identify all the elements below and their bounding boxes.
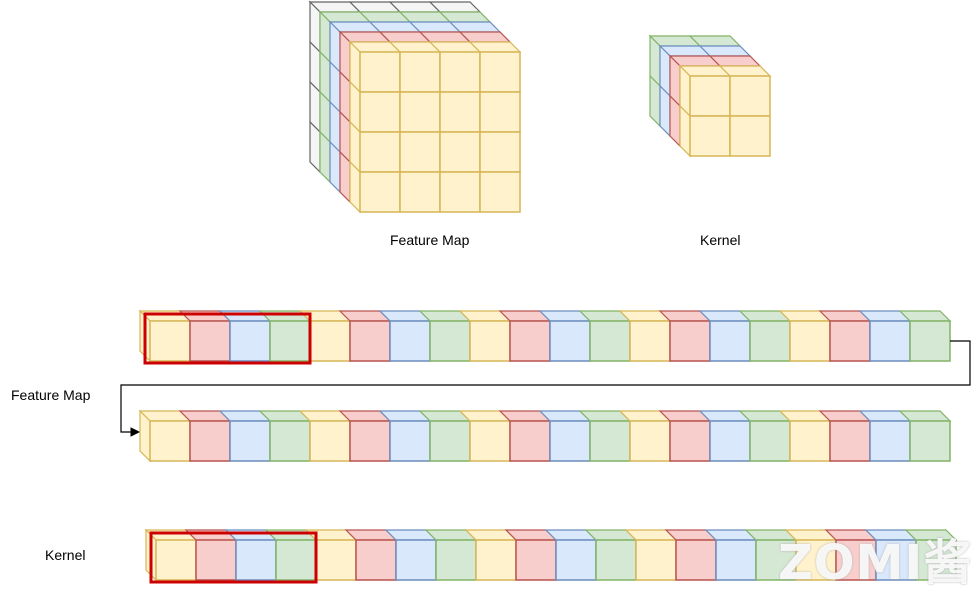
feature-map-cube-front-cell [479, 131, 521, 173]
feature-map-row1-cell [189, 320, 231, 362]
feature-map-3d-label: Feature Map [390, 232, 470, 248]
feature-map-cube-front-cell [439, 171, 481, 213]
feature-map-cube-front-cell [399, 51, 441, 93]
feature-map-row2-cell [269, 420, 311, 462]
kernel-row-cell [475, 539, 517, 581]
feature-map-row2-cell [629, 420, 671, 462]
feature-map-row1-cell [749, 320, 791, 362]
kernel-row-cell [315, 539, 357, 581]
feature-map-row1-cell [909, 320, 951, 362]
feature-map-cube-front-cell [359, 171, 401, 213]
feature-map-row2-cell [869, 420, 911, 462]
flat-kernel-row [144, 528, 958, 584]
feature-map-row1-cell [549, 320, 591, 362]
feature-map-row1-cell [349, 320, 391, 362]
kernel-row-cell [595, 539, 637, 581]
kernel-cube-front-cell [729, 115, 771, 157]
feature-map-row2-cell [229, 420, 271, 462]
feature-map-row2-cell [389, 420, 431, 462]
feature-map-row1-cell [789, 320, 831, 362]
kernel-row-cell [515, 539, 557, 581]
feature-map-cube-front-cell [439, 131, 481, 173]
feature-map-row1-cell [389, 320, 431, 362]
feature-map-row1-cell [589, 320, 631, 362]
connector-arrowhead [130, 427, 141, 437]
feature-map-row2-cell [469, 420, 511, 462]
kernel-cube-front-cell [689, 75, 731, 117]
feature-map-row2-cell [509, 420, 551, 462]
feature-map-3d-cube [308, 0, 522, 214]
feature-map-cube-front-cell [439, 51, 481, 93]
kernel-cube-front-cell [729, 75, 771, 117]
kernel-row-cell [555, 539, 597, 581]
feature-map-row2-cell [429, 420, 471, 462]
feature-map-row2-cell [589, 420, 631, 462]
kernel-row-cell [235, 539, 277, 581]
feature-map-row1-cell [269, 320, 311, 362]
kernel-cube-front-cell [689, 115, 731, 157]
kernel-row-cell [355, 539, 397, 581]
feature-map-row1-cell [429, 320, 471, 362]
feature-map-cube-front-cell [479, 91, 521, 133]
flat-feature-map-row-1 [138, 309, 952, 365]
kernel-row-cell [835, 539, 877, 581]
feature-map-cube-front-cell [359, 91, 401, 133]
kernel-row-cell [715, 539, 757, 581]
feature-map-row1-kernel-window [143, 312, 312, 365]
feature-map-row1-cell [709, 320, 751, 362]
feature-map-row1-cell [669, 320, 711, 362]
connector-line [120, 340, 971, 433]
feature-map-row2-cell [669, 420, 711, 462]
feature-map-cube-front-cell [399, 171, 441, 213]
feature-map-row2-cell [149, 420, 191, 462]
kernel-row-kernel-window [149, 531, 318, 584]
feature-map-row2-cell [749, 420, 791, 462]
zomi-watermark: ZOMI酱 [778, 535, 973, 591]
feature-map-row1-cell [629, 320, 671, 362]
feature-map-row2-cell [829, 420, 871, 462]
feature-map-cube-front-cell [399, 131, 441, 173]
feature-map-row1-cell [309, 320, 351, 362]
kernel-row-cell [195, 539, 237, 581]
feature-map-row2-cell [549, 420, 591, 462]
feature-map-cube-front-cell [479, 51, 521, 93]
feature-map-cube-front-cell [359, 131, 401, 173]
feature-map-row2-cell [189, 420, 231, 462]
kernel-row-cell [395, 539, 437, 581]
row-wrap-arrow [120, 340, 971, 437]
feature-map-row2-cell [309, 420, 351, 462]
kernel-row-cell [675, 539, 717, 581]
feature-map-row2-cell [709, 420, 751, 462]
feature-map-row2-cell [789, 420, 831, 462]
kernel-row-cell [635, 539, 677, 581]
kernel-row-cell [435, 539, 477, 581]
feature-map-row1-cell [509, 320, 551, 362]
feature-map-flat-label: Feature Map [11, 387, 91, 403]
kernel-row-cell [155, 539, 197, 581]
feature-map-cube-front-cell [399, 91, 441, 133]
kernel-row-cell [795, 539, 837, 581]
feature-map-cube-front-cell [479, 171, 521, 213]
feature-map-cube-front-cell [359, 51, 401, 93]
flat-feature-map-row-2 [138, 409, 952, 463]
kernel-row-cell [915, 539, 957, 581]
feature-map-row1-cell [149, 320, 191, 362]
feature-map-row2-cell [349, 420, 391, 462]
kernel-3d-cube [648, 34, 772, 158]
kernel-row-cell [875, 539, 917, 581]
feature-map-cube-front-cell [439, 91, 481, 133]
feature-map-row1-cell [829, 320, 871, 362]
kernel-row-cell [275, 539, 317, 581]
feature-map-row1-cell [869, 320, 911, 362]
feature-map-row1-cell [469, 320, 511, 362]
feature-map-row2-cell [909, 420, 951, 462]
kernel-3d-label: Kernel [700, 232, 741, 248]
kernel-flat-label: Kernel [45, 547, 86, 563]
feature-map-row1-cell [229, 320, 271, 362]
